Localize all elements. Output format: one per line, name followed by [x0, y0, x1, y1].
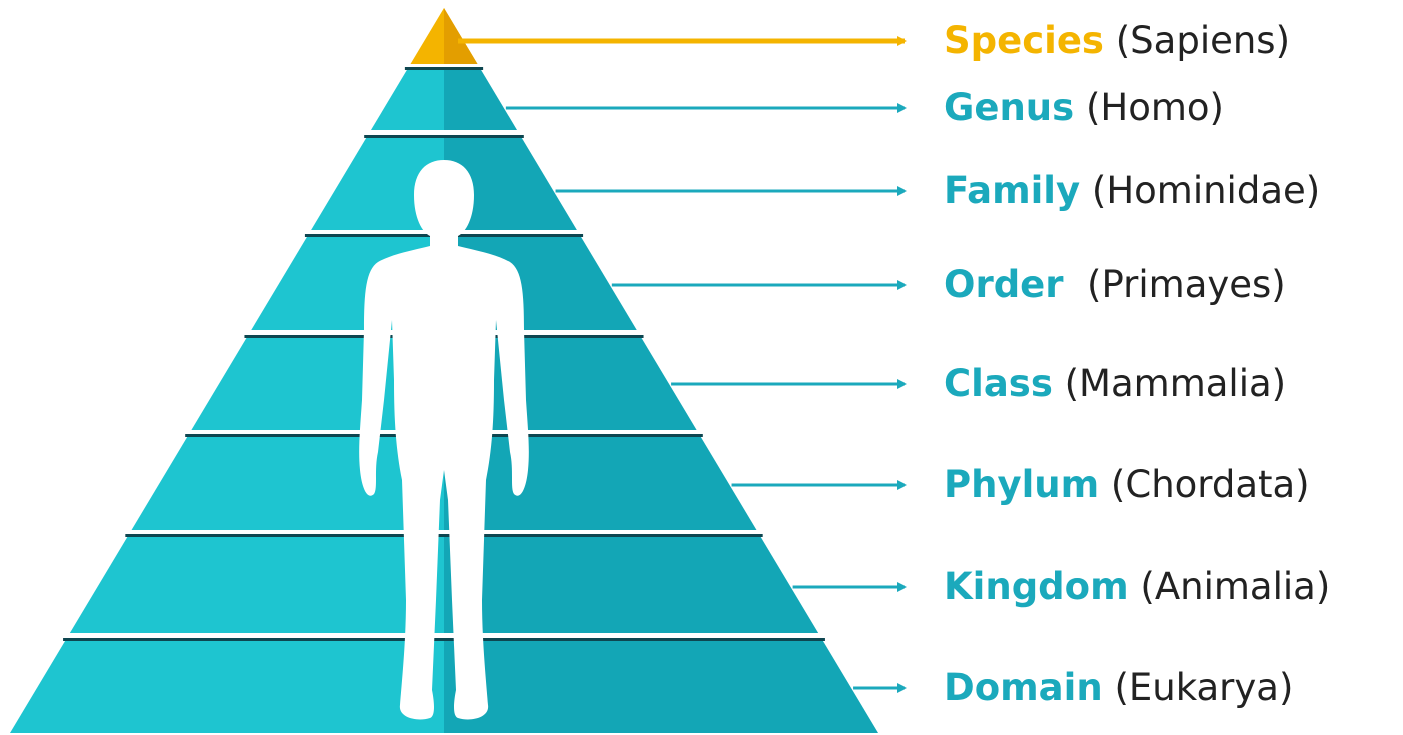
taxon-name: (Hominidae)	[1091, 169, 1321, 212]
taxon-name: (Primayes)	[1075, 263, 1286, 306]
level-label-class: Class (Mammalia)	[944, 362, 1286, 406]
taxon-name: (Eukarya)	[1114, 666, 1294, 709]
rank-name: Order	[944, 263, 1064, 306]
level-label-phylum: Phylum (Chordata)	[944, 463, 1310, 507]
level-label-species: Species (Sapiens)	[944, 19, 1290, 63]
rank-name: Kingdom	[944, 565, 1129, 608]
rank-name: Phylum	[944, 463, 1100, 506]
level-label-family: Family (Hominidae)	[944, 169, 1320, 213]
rank-name: Family	[944, 169, 1081, 212]
tier-separator	[63, 638, 825, 641]
pyramid-tier-kingdom	[69, 537, 819, 633]
rank-name: Class	[944, 362, 1053, 405]
pyramid-tier-genus	[370, 70, 518, 130]
rank-name: Domain	[944, 666, 1103, 709]
pyramid-tier-family	[311, 138, 577, 230]
taxon-name: (Mammalia)	[1064, 362, 1287, 405]
tier-separator	[364, 135, 524, 138]
taxon-name: (Chordata)	[1110, 463, 1310, 506]
level-label-kingdom: Kingdom (Animalia)	[944, 565, 1330, 609]
pyramid-tier-species	[410, 8, 478, 64]
rank-name: Species	[944, 19, 1104, 62]
taxon-name: (Homo)	[1085, 86, 1224, 129]
level-label-genus: Genus (Homo)	[944, 86, 1224, 130]
taxon-name: (Animalia)	[1140, 565, 1331, 608]
tier-separator	[125, 534, 763, 537]
taxon-name: (Sapiens)	[1115, 19, 1291, 62]
rank-name: Genus	[944, 86, 1075, 129]
level-label-order: Order (Primayes)	[944, 263, 1286, 307]
human-silhouette-icon	[359, 160, 529, 720]
level-label-domain: Domain (Eukarya)	[944, 666, 1293, 710]
pyramid-tier-domain	[10, 641, 878, 733]
tier-separator	[404, 67, 484, 70]
